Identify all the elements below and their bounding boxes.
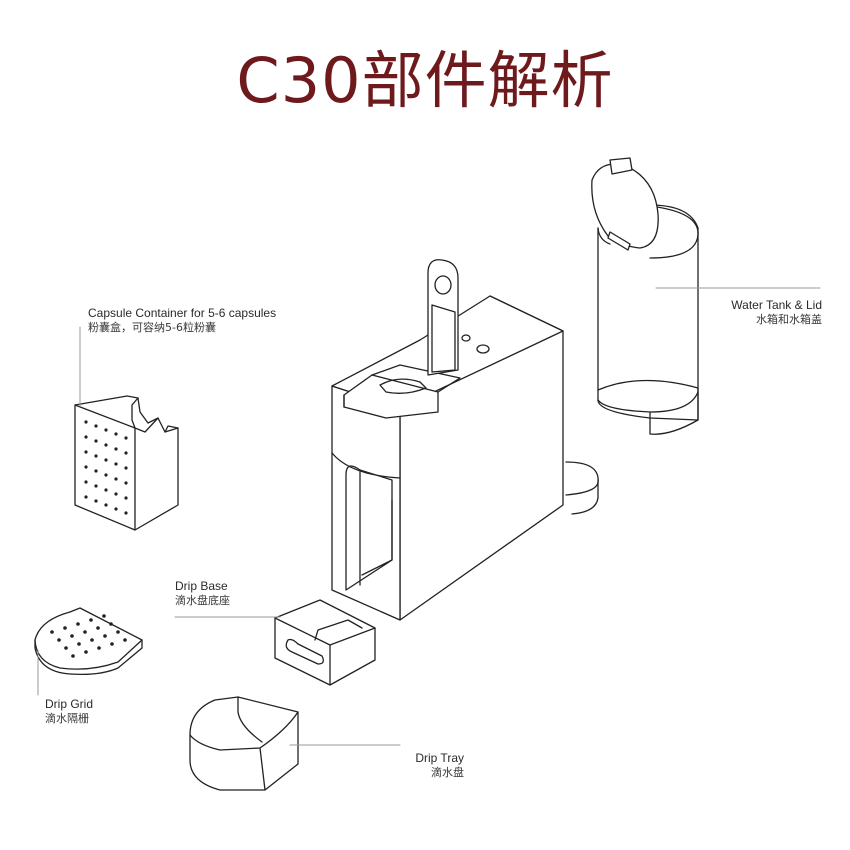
perforation-dot bbox=[94, 469, 98, 473]
water-tank-label-en: Water Tank & Lid bbox=[731, 298, 822, 312]
grid-hole bbox=[116, 630, 120, 634]
drip-grid-drawing bbox=[34, 607, 143, 676]
grid-hole bbox=[83, 630, 87, 634]
perforation-dot bbox=[124, 451, 128, 455]
perforation-dot bbox=[84, 435, 88, 439]
drip-base-drawing bbox=[274, 599, 376, 686]
drip-grid-label-en: Drip Grid bbox=[45, 697, 94, 711]
perforation-dot bbox=[124, 466, 128, 470]
grid-hole bbox=[71, 654, 75, 658]
capsule-container-label: Capsule Container for 5-6 capsules 粉囊盒，可… bbox=[88, 306, 276, 335]
perforation-dot bbox=[84, 450, 88, 454]
perforation-dot bbox=[124, 496, 128, 500]
perforation-dot bbox=[104, 488, 108, 492]
grid-hole bbox=[97, 646, 101, 650]
perforation-dot bbox=[84, 480, 88, 484]
grid-hole bbox=[89, 618, 93, 622]
perforation-dot bbox=[84, 465, 88, 469]
perforation-dot bbox=[104, 428, 108, 432]
grid-hole bbox=[109, 622, 113, 626]
perforation-dot bbox=[114, 507, 118, 511]
grid-hole bbox=[57, 638, 61, 642]
capsule-container-label-en: Capsule Container for 5-6 capsules bbox=[88, 306, 277, 320]
perforation-dot bbox=[124, 511, 128, 515]
drip-base-label: Drip Base 滴水盘底座 bbox=[175, 579, 230, 608]
grid-hole bbox=[70, 634, 74, 638]
grid-hole bbox=[123, 638, 127, 642]
page-title: C30部件解析 bbox=[236, 44, 614, 117]
grid-hole bbox=[77, 642, 81, 646]
capsule-container-drawing bbox=[74, 395, 179, 531]
drip-tray-label-zh: 滴水盘 bbox=[431, 766, 464, 779]
perforation-dot bbox=[94, 424, 98, 428]
perforation-dot bbox=[124, 481, 128, 485]
perforation-dot bbox=[114, 447, 118, 451]
grid-hole bbox=[64, 646, 68, 650]
perforation-dot bbox=[84, 420, 88, 424]
perforation-dot bbox=[84, 495, 88, 499]
perforation-dot bbox=[104, 443, 108, 447]
water-tank-drawing bbox=[591, 157, 699, 435]
water-tank-label-zh: 水箱和水箱盖 bbox=[756, 313, 822, 326]
perforation-dot bbox=[114, 477, 118, 481]
drip-tray-drawing bbox=[189, 696, 299, 791]
drip-base-label-en: Drip Base bbox=[175, 579, 228, 593]
grid-hole bbox=[90, 638, 94, 642]
perforation-dot bbox=[94, 439, 98, 443]
perforation-dot bbox=[114, 432, 118, 436]
drip-tray-label-en: Drip Tray bbox=[415, 751, 464, 765]
perforation-dot bbox=[104, 473, 108, 477]
perforation-dot bbox=[94, 499, 98, 503]
perforation-dot bbox=[114, 462, 118, 466]
perforation-dot bbox=[104, 458, 108, 462]
grid-hole bbox=[102, 614, 106, 618]
grid-hole bbox=[103, 634, 107, 638]
grid-hole bbox=[50, 630, 54, 634]
grid-hole bbox=[76, 622, 80, 626]
drip-tray-label: Drip Tray 滴水盘 bbox=[415, 751, 464, 780]
perforation-dot bbox=[94, 484, 98, 488]
drip-grid-label: Drip Grid 滴水隔栅 bbox=[45, 697, 93, 726]
water-tank-label: Water Tank & Lid 水箱和水箱盖 bbox=[731, 298, 822, 327]
perforation-dot bbox=[104, 503, 108, 507]
perforation-dot bbox=[124, 436, 128, 440]
drip-grid-label-zh: 滴水隔栅 bbox=[45, 712, 89, 725]
grid-hole bbox=[84, 650, 88, 654]
grid-hole bbox=[110, 642, 114, 646]
perforation-dot bbox=[114, 492, 118, 496]
machine-body-drawing bbox=[331, 259, 599, 621]
grid-hole bbox=[96, 626, 100, 630]
perforation-dot bbox=[94, 454, 98, 458]
capsule-container-label-zh: 粉囊盒，可容纳5-6粒粉囊 bbox=[88, 321, 216, 334]
grid-hole bbox=[63, 626, 67, 630]
drip-base-label-zh: 滴水盘底座 bbox=[175, 594, 230, 607]
